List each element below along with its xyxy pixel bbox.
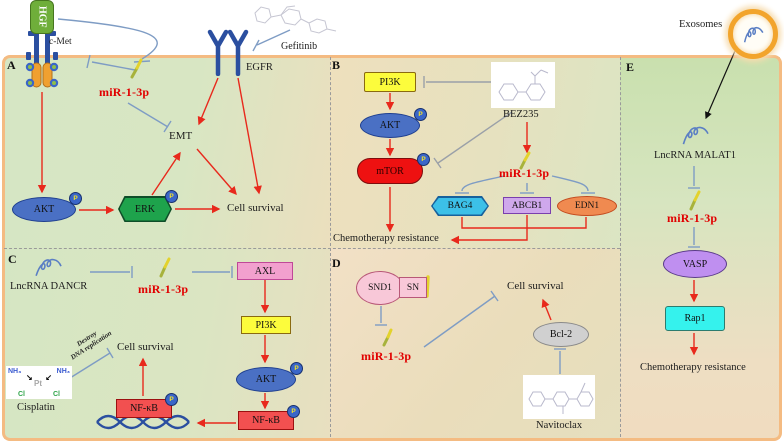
- hgf-ligand: HGF: [30, 0, 54, 34]
- nfkb-node-nucleus: NF-κB P: [116, 393, 178, 419]
- phosphorylation-icon: P: [414, 108, 427, 121]
- mir-1-3p-label-b: miR-1-3p: [499, 166, 550, 180]
- axl-node: AXL: [237, 262, 293, 280]
- cell-survival-label-c: Cell survival: [117, 341, 174, 353]
- pi3k-node-c: PI3K: [241, 316, 291, 334]
- panel-d-label: D: [332, 256, 341, 270]
- mir-stick-icon: [519, 151, 531, 170]
- mir-1-3p-label-a: miR-1-3p: [99, 85, 150, 99]
- mir-1-3p-label-c: miR-1-3p: [138, 282, 189, 296]
- mtor-node: mTOR P: [357, 153, 430, 185]
- lncrna-dancr-label: LncRNA DANCR: [10, 281, 88, 292]
- cisplatin-structure-icon: NH₃ NH₃ ↘ ↙ Pt Cl Cl: [6, 366, 72, 399]
- chemo-resistance-label-b: Chemotherapy resistance: [333, 233, 439, 244]
- phosphorylation-icon: P: [165, 393, 178, 406]
- phosphorylation-icon: P: [165, 190, 178, 203]
- erk-node: ERK P: [118, 190, 178, 223]
- nfkb-node-cytoplasm: NF-κB P: [238, 405, 300, 431]
- phosphorylation-icon: P: [287, 405, 300, 418]
- bez235-label: BEZ235: [503, 109, 539, 120]
- panel-divider-vertical-right: [620, 57, 621, 437]
- panel-a-label: A: [7, 58, 16, 72]
- akt-node-c: AKT P: [236, 362, 303, 393]
- lncrna-malat1-label: LncRNA MALAT1: [654, 150, 736, 161]
- mir-1-3p-label-d: miR-1-3p: [361, 349, 412, 363]
- akt-node-a: AKT P: [12, 192, 82, 223]
- mir-1-3p-label-e: miR-1-3p: [667, 211, 718, 225]
- vasp-node: VASP: [663, 250, 727, 278]
- rap1-node: Rap1: [665, 306, 725, 331]
- bcl2-node: Bcl-2: [533, 322, 589, 347]
- cell-survival-label-a: Cell survival: [227, 202, 284, 214]
- bond-arrow-right: ↙: [45, 373, 52, 382]
- panel-divider-horizontal: [4, 248, 620, 249]
- exosome-icon: [728, 9, 778, 59]
- cisplatin-label: Cisplatin: [17, 402, 55, 413]
- mir-stick-icon: [689, 190, 701, 211]
- pi3k-node-b: PI3K: [364, 72, 416, 92]
- mir-stick-icon: [382, 328, 393, 347]
- mir-stick-icon: [159, 257, 171, 278]
- panel-e-background: [620, 57, 780, 439]
- mir-stick-icon: [130, 58, 143, 79]
- phosphorylation-icon: P: [417, 153, 430, 166]
- bond-arrow-left: ↘: [26, 373, 33, 382]
- panel-e-label: E: [626, 60, 635, 74]
- chemo-resistance-label-e: Chemotherapy resistance: [640, 362, 746, 373]
- abcb1-node: ABCB1: [503, 197, 551, 214]
- snd1-node: SND1: [356, 271, 404, 305]
- rna-hairpin-icon: [35, 258, 62, 276]
- phosphorylation-icon: P: [69, 192, 82, 205]
- snd1-complex: SND1 SN: [356, 269, 434, 307]
- rna-hairpin-icon: [682, 126, 709, 145]
- rna-hairpin-icon: [743, 26, 764, 42]
- dna-helix-icon: [96, 414, 190, 430]
- edn1-node: EDN1: [557, 196, 617, 216]
- egfr-label: EGFR: [246, 62, 273, 73]
- bag4-node: BAG4: [431, 196, 489, 216]
- mir-stick-icon: [425, 275, 430, 298]
- gefitinib-label: Gefitinib: [281, 41, 318, 52]
- panel-divider-vertical-left: [330, 57, 331, 437]
- panel-b-label: B: [332, 58, 341, 72]
- navitoclax-structure-icon: [523, 375, 595, 419]
- exosomes-label: Exosomes: [679, 19, 723, 30]
- egfr-receptor-icon: [207, 29, 249, 76]
- panel-c-label: C: [8, 252, 17, 266]
- phosphorylation-icon: P: [290, 362, 303, 375]
- c-met-label: c-Met: [49, 37, 72, 47]
- gefitinib-structure-icon: [254, 5, 337, 34]
- navitoclax-label: Navitoclax: [536, 420, 583, 431]
- akt-node-b: AKT P: [360, 108, 427, 139]
- sn-domain-node: SN: [399, 277, 427, 298]
- emt-label: EMT: [169, 130, 193, 142]
- bez235-structure-icon: [491, 62, 555, 108]
- cell-survival-label-d: Cell survival: [507, 280, 564, 292]
